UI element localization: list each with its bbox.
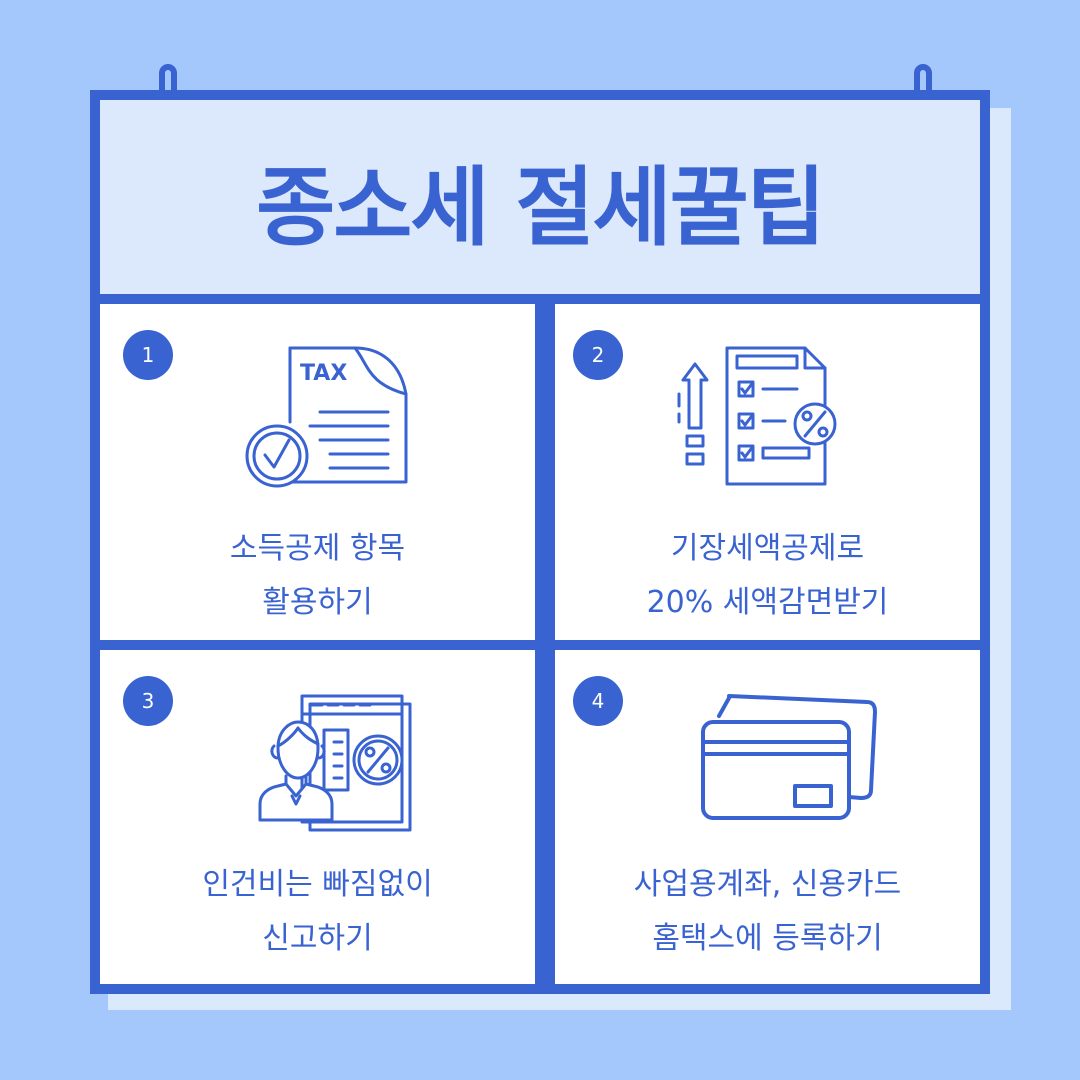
tip-label: 기장세액공제로 20% 세액감면받기 — [555, 522, 980, 630]
tip-number-badge: 2 — [573, 330, 623, 380]
tax-icon-text: TAX — [300, 361, 347, 386]
header: 종소세 절세꿀팁 — [100, 100, 980, 294]
tax-document-check-icon: TAX — [245, 346, 408, 488]
tip-label-line1: 인건비는 빠짐없이 — [202, 867, 433, 902]
credit-card-icon — [701, 694, 877, 820]
tip-label-line2: 활용하기 — [262, 585, 373, 620]
tip-label-line2: 20% 세액감면받기 — [646, 585, 889, 620]
tip-card-2: 2 — [555, 304, 980, 640]
tip-number-badge: 1 — [123, 330, 173, 380]
tip-label-line1: 소득공제 항목 — [229, 531, 406, 566]
page-title: 종소세 절세꿀팁 — [256, 157, 826, 258]
tip-card-4: 4 사업용계좌, 신용카드 홈택스에 등록하기 — [555, 650, 980, 984]
tip-number-badge: 3 — [123, 676, 173, 726]
checklist-percent-icon — [677, 346, 837, 486]
tip-label-line1: 기장세액공제로 — [670, 531, 865, 566]
tip-number-badge: 4 — [573, 676, 623, 726]
calendar-card: 종소세 절세꿀팁 1 TAX 소득공제 항목 활용하기 — [90, 64, 990, 994]
tip-card-1: 1 TAX 소득공제 항목 활용하기 — [100, 304, 535, 640]
tip-label-line2: 홈택스에 등록하기 — [652, 921, 883, 956]
tip-label-line2: 신고하기 — [262, 921, 373, 956]
tip-label: 인건비는 빠짐없이 신고하기 — [100, 858, 535, 966]
tip-label: 사업용계좌, 신용카드 홈택스에 등록하기 — [555, 858, 980, 966]
employee-percent-icon — [258, 694, 412, 832]
tip-card-3: 3 — [100, 650, 535, 984]
tip-label-line1: 사업용계좌, 신용카드 — [633, 867, 902, 902]
tip-label: 소득공제 항목 활용하기 — [100, 522, 535, 630]
